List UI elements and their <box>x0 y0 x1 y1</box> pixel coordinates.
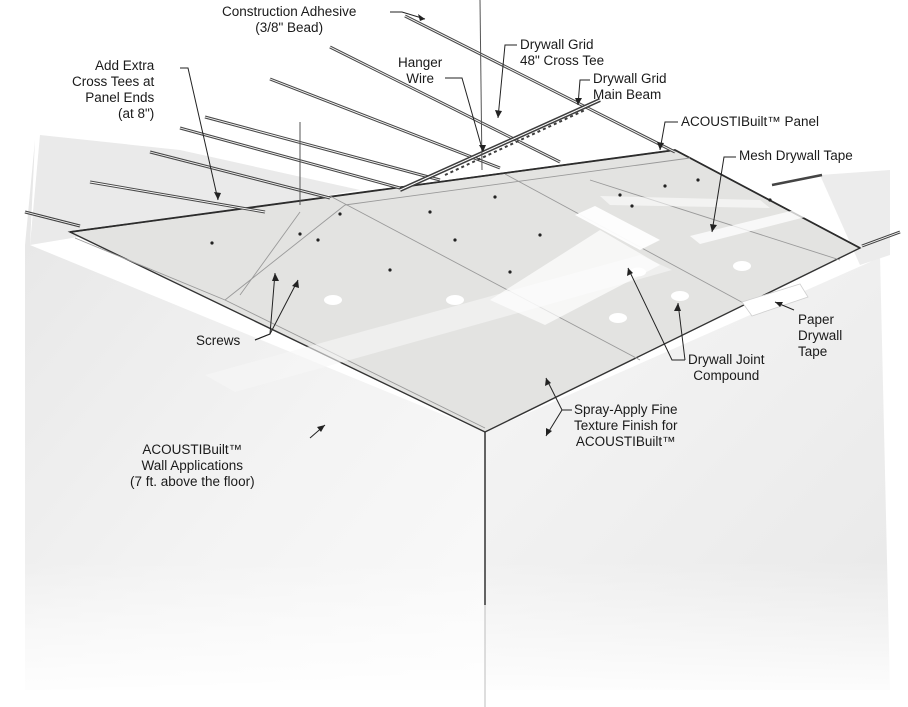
label-hanger-wire: Hanger Wire <box>398 55 442 87</box>
label-line: Add Extra <box>95 58 155 73</box>
label-line: Drywall Joint <box>688 352 765 367</box>
label-add-extra-cross-tees: Add Extra Cross Tees at Panel Ends (at 8… <box>72 58 154 122</box>
panel-seams <box>74 157 841 429</box>
label-line: Wire <box>406 71 435 86</box>
left-wall <box>25 140 485 690</box>
label-line: Panel Ends <box>85 90 155 105</box>
back-wall-top <box>30 135 360 245</box>
label-line: (7 ft. above the floor) <box>130 474 255 489</box>
label-line: Construction Adhesive <box>222 4 357 19</box>
label-drywall-grid-cross-tee: Drywall Grid 48" Cross Tee <box>520 37 604 69</box>
label-line: Tape <box>798 344 828 359</box>
label-line: Wall Applications <box>141 458 244 473</box>
label-line: 48" Cross Tee <box>520 53 605 68</box>
label-mesh-drywall-tape: Mesh Drywall Tape <box>739 148 853 164</box>
label-line: Cross Tees at <box>72 74 155 89</box>
label-line: Paper <box>798 312 835 327</box>
label-line: Spray-Apply Fine <box>574 402 678 417</box>
label-wall-applications: ACOUSTIBuilt™ Wall Applications (7 ft. a… <box>130 442 255 490</box>
label-line: Drywall Grid <box>593 71 667 86</box>
label-screws: Screws <box>196 333 240 349</box>
floor-fade <box>0 560 908 707</box>
label-spray-apply-finish: Spray-Apply Fine Texture Finish for ACOU… <box>574 402 678 450</box>
edge-rails <box>24 173 901 248</box>
label-line: Main Beam <box>593 87 662 102</box>
label-line: Texture Finish for <box>574 418 678 433</box>
joint-compound-cross <box>490 230 660 325</box>
label-drywall-joint-compound: Drywall Joint Compound <box>688 352 765 384</box>
paper-drywall-tape <box>741 283 809 317</box>
leader-arrowheads <box>214 14 783 436</box>
label-line: Hanger <box>398 55 443 70</box>
label-line: ACOUSTIBuilt™ <box>575 434 676 449</box>
label-acoustibuilt-panel: ACOUSTIBuilt™ Panel <box>681 114 819 130</box>
label-paper-drywall-tape: Paper Drywall Tape <box>798 312 842 360</box>
hanger-wires <box>299 0 483 205</box>
label-line: Drywall <box>798 328 843 343</box>
joint-compound-dabs <box>324 261 751 323</box>
label-line: Mesh Drywall Tape <box>739 148 853 163</box>
label-line: Drywall Grid <box>520 37 594 52</box>
label-line: ACOUSTIBuilt™ <box>142 442 243 457</box>
screws <box>210 178 772 274</box>
drywall-grid-main-beam <box>399 98 601 192</box>
label-line: (at 8") <box>117 106 155 121</box>
label-drywall-grid-main-beam: Drywall Grid Main Beam <box>593 71 667 103</box>
label-line: (3/8" Bead) <box>255 20 324 35</box>
label-line: Compound <box>693 368 760 383</box>
label-construction-adhesive: Construction Adhesive (3/8" Bead) <box>222 4 356 36</box>
label-line: Screws <box>196 333 241 348</box>
leader-lines <box>180 11 795 439</box>
mesh-drywall-tape <box>575 196 825 250</box>
label-line: ACOUSTIBuilt™ Panel <box>681 114 820 129</box>
